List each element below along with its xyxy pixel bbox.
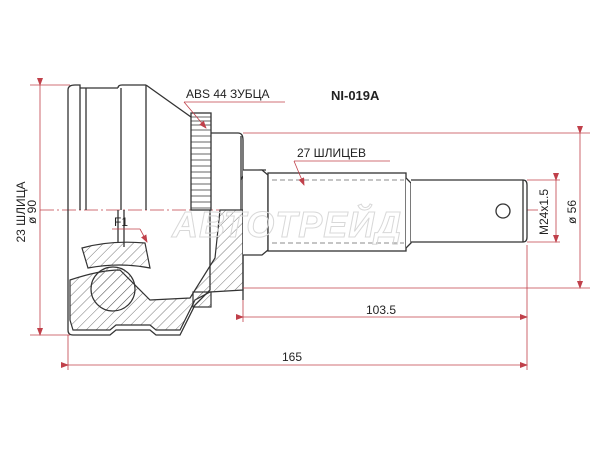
outer-diameter-dimension: ø 90 xyxy=(25,200,39,225)
f1-label: F1 xyxy=(114,215,129,229)
abs-teeth-label: ABS 44 ЗУБЦА xyxy=(186,87,270,101)
shaft-length-dimension: 103.5 xyxy=(366,303,397,317)
part-number: NI-019A xyxy=(331,88,380,103)
spline-lines xyxy=(272,179,404,244)
shaft-diameter-dimension: ø 56 xyxy=(565,200,579,225)
housing-outline xyxy=(67,84,266,336)
watermark: АВТОТРЕЙД xyxy=(171,204,403,246)
thread-dimension: M24x1.5 xyxy=(537,188,551,236)
abs-ring-teeth xyxy=(191,116,211,209)
outer-splines-label: 27 ШЛИЦЕВ xyxy=(297,146,367,160)
section-hatch xyxy=(69,209,244,331)
dimension-lines xyxy=(30,78,590,370)
total-length-dimension: 165 xyxy=(282,350,303,364)
shaft xyxy=(243,169,528,256)
